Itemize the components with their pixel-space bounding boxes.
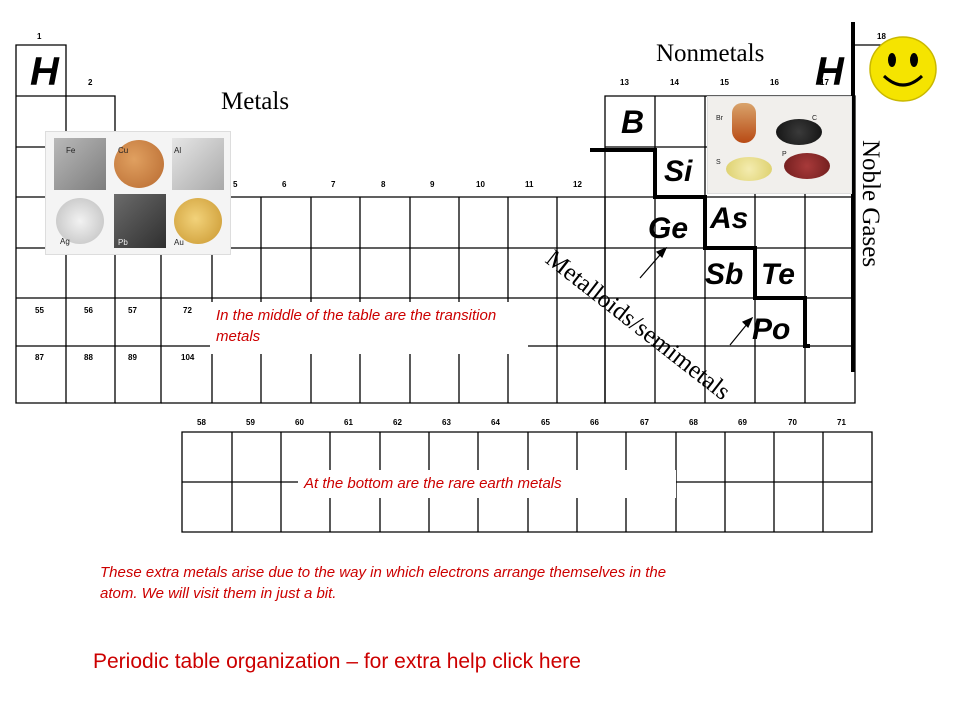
sample-label-s: S: [716, 159, 721, 166]
group-number-17: 17: [820, 78, 829, 87]
element-b: B: [621, 104, 645, 140]
atomic-number-63: 63: [442, 418, 451, 427]
element-ge: Ge: [648, 212, 689, 245]
lead-cube-image: [114, 194, 166, 248]
group-number-8: 8: [381, 180, 386, 189]
group-number-15: 15: [720, 78, 729, 87]
atomic-number-57: 57: [128, 306, 137, 315]
copper-sample-image: [114, 140, 164, 188]
metals-photo: Fe Cu Al Ag Pb Au: [45, 131, 231, 255]
extra-help-link[interactable]: Periodic table organization – for extra …: [93, 650, 581, 673]
atomic-number-87: 87: [35, 353, 44, 362]
iron-cube-image: [54, 138, 106, 190]
atomic-number-61: 61: [344, 418, 353, 427]
carbon-sample-image: [776, 119, 822, 145]
nonmetals-label: Nonmetals: [656, 40, 765, 67]
hydrogen-symbol-left: H: [30, 50, 59, 94]
sample-label-al: Al: [174, 146, 182, 155]
group-number-14: 14: [670, 78, 679, 87]
atomic-number-72: 72: [183, 306, 192, 315]
atomic-number-64: 64: [491, 418, 500, 427]
element-te: Te: [761, 258, 795, 291]
group-number-7: 7: [331, 180, 336, 189]
atomic-number-60: 60: [295, 418, 304, 427]
phosphorus-sample-image: [784, 153, 830, 179]
sample-label-c: C: [812, 115, 818, 122]
rare-earth-note: At the bottom are the rare earth metals: [298, 470, 676, 498]
group-number-9: 9: [430, 180, 435, 189]
gold-sample-image: [174, 198, 222, 244]
sulfur-sample-image: [726, 157, 772, 181]
atomic-number-66: 66: [590, 418, 599, 427]
sample-label-br: Br: [716, 115, 723, 122]
sample-label-fe: Fe: [66, 146, 76, 155]
atomic-number-68: 68: [689, 418, 698, 427]
aluminum-cube-image: [172, 138, 224, 190]
atomic-number-89: 89: [128, 353, 137, 362]
group-number-16: 16: [770, 78, 779, 87]
group-number-5: 5: [233, 180, 238, 189]
hydrogen-symbol-right: H: [815, 50, 844, 94]
silver-sample-image: [56, 198, 104, 244]
atomic-number-56: 56: [84, 306, 93, 315]
extra-metals-note: These extra metals arise due to the way …: [100, 564, 667, 602]
group-number-10: 10: [476, 180, 485, 189]
transition-metals-note: In the middle of the table are the trans…: [210, 302, 528, 354]
group-number-1: 1: [37, 32, 42, 41]
group-number-13: 13: [620, 78, 629, 87]
atomic-number-65: 65: [541, 418, 550, 427]
element-as: As: [710, 202, 749, 235]
atomic-number-67: 67: [640, 418, 649, 427]
group-number-12: 12: [573, 180, 582, 189]
atomic-number-70: 70: [788, 418, 797, 427]
atomic-number-69: 69: [738, 418, 747, 427]
sample-label-ag: Ag: [60, 237, 70, 246]
element-si: Si: [664, 155, 693, 188]
sample-label-p: P: [782, 151, 787, 158]
atomic-number-104: 104: [181, 353, 195, 362]
metals-label: Metals: [221, 88, 290, 115]
nonmetals-photo: Br C S P: [707, 96, 852, 194]
atomic-number-62: 62: [393, 418, 402, 427]
atomic-number-88: 88: [84, 353, 93, 362]
atomic-number-71: 71: [837, 418, 846, 427]
group-number-2: 2: [88, 78, 93, 87]
atomic-number-59: 59: [246, 418, 255, 427]
atomic-number-55: 55: [35, 306, 44, 315]
sample-label-pb: Pb: [118, 238, 128, 247]
group-number-6: 6: [282, 180, 287, 189]
sample-label-au: Au: [174, 238, 184, 247]
sample-label-cu: Cu: [118, 146, 129, 155]
noble-gases-label: Noble Gases: [857, 140, 884, 268]
element-sb: Sb: [705, 258, 744, 291]
smiley-face-icon[interactable]: [866, 34, 940, 104]
group-number-11: 11: [525, 180, 534, 189]
bromine-flask-image: [732, 103, 756, 143]
group-number-18: 18: [877, 32, 886, 41]
element-po: Po: [752, 313, 791, 346]
atomic-number-58: 58: [197, 418, 206, 427]
